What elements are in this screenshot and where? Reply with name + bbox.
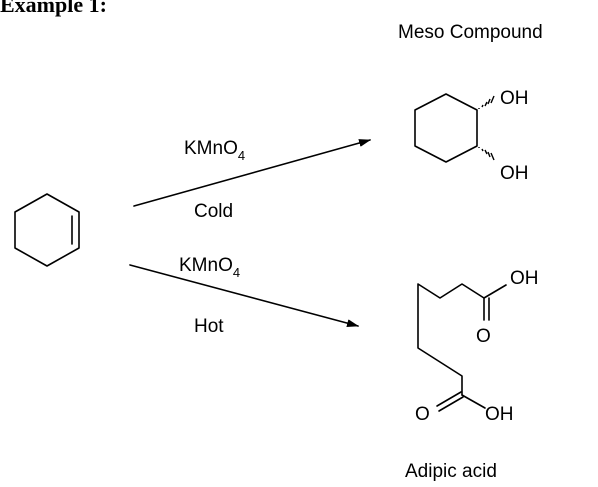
carbonyl-o-label-lower: O	[415, 404, 430, 425]
carboxyl-oh-label-upper: OH	[510, 268, 539, 289]
condition-hot: Hot	[194, 316, 224, 337]
adipic-acid-structure	[417, 283, 507, 412]
cyclohexanediol-structure	[414, 93, 495, 163]
carboxyl-oh-label-lower: OH	[485, 404, 514, 425]
carbonyl-o-label-upper: O	[476, 326, 491, 347]
cyclohexene-structure	[14, 193, 80, 267]
arrow-hot	[129, 264, 359, 328]
reagent-top: KMnO4	[184, 138, 245, 163]
example-heading: Example 1:	[0, 0, 107, 17]
hydroxyl-label-lower: OH	[500, 163, 529, 184]
arrow-cold	[133, 139, 371, 207]
hydroxyl-label-upper: OH	[500, 88, 529, 109]
caption-adipic-acid: Adipic acid	[405, 461, 497, 482]
condition-cold: Cold	[194, 201, 233, 222]
reagent-bottom: KMnO4	[179, 255, 240, 280]
caption-meso: Meso Compound	[398, 22, 543, 43]
